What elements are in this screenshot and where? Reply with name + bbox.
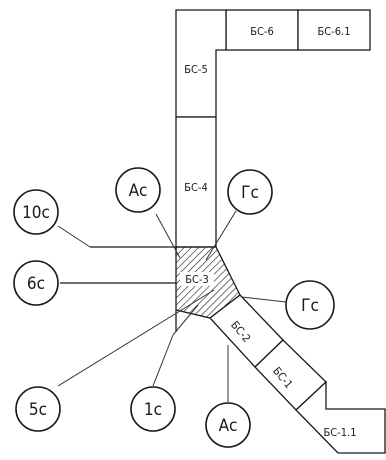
section-bs3: БС-3 <box>175 246 241 319</box>
section-bs6-label: БС-6 <box>250 25 274 38</box>
section-bs2: БС-2 <box>209 294 284 368</box>
leader-g-top <box>205 210 237 261</box>
axis-10c-label: 10с <box>22 203 50 223</box>
section-bs11-label: БС-1.1 <box>323 426 356 439</box>
axis-bubble-g-right: Гс <box>285 280 335 330</box>
leader-a-top <box>155 213 181 259</box>
section-bs5-label: БС-5 <box>184 63 208 76</box>
axis-1c-label: 1с <box>144 400 162 420</box>
axis-6c-label: 6с <box>27 274 45 294</box>
section-bs11: БС-1.1 <box>295 380 386 454</box>
section-bs4-label: БС-4 <box>184 181 208 194</box>
axis-bubble-a-top: Ас <box>115 167 161 213</box>
section-bs61-label: БС-6.1 <box>317 25 350 38</box>
axis-g-top-label: Гс <box>241 183 259 203</box>
axis-bubble-g-top: Гс <box>227 169 273 215</box>
axis-bubble-10c: 10с <box>13 189 59 235</box>
section-bs5: БС-5 <box>175 9 227 118</box>
leader-g-right <box>241 296 287 303</box>
axis-bubble-1c: 1с <box>130 386 176 432</box>
leader-10c <box>57 225 91 248</box>
axis-bubble-a-bottom: Ас <box>205 402 251 448</box>
section-bs61: БС-6.1 <box>297 9 371 51</box>
section-bs1: БС-1 <box>254 339 327 411</box>
axis-g-right-label: Гс <box>301 296 319 316</box>
axis-a-bottom-label: Ас <box>219 416 238 436</box>
axis-a-top-label: Ас <box>129 181 148 201</box>
section-bs6: БС-6 <box>225 9 299 51</box>
leader-1c-a <box>152 334 174 387</box>
leader-5c <box>57 289 215 387</box>
axis-5c-label: 5с <box>29 400 47 420</box>
axis-bubble-6c: 6с <box>13 260 59 306</box>
section-bs3-label: БС-3 <box>185 273 209 286</box>
axis-bubble-5c: 5с <box>15 386 61 432</box>
section-bs4: БС-4 <box>175 116 217 248</box>
leader-1c-b <box>172 304 199 336</box>
